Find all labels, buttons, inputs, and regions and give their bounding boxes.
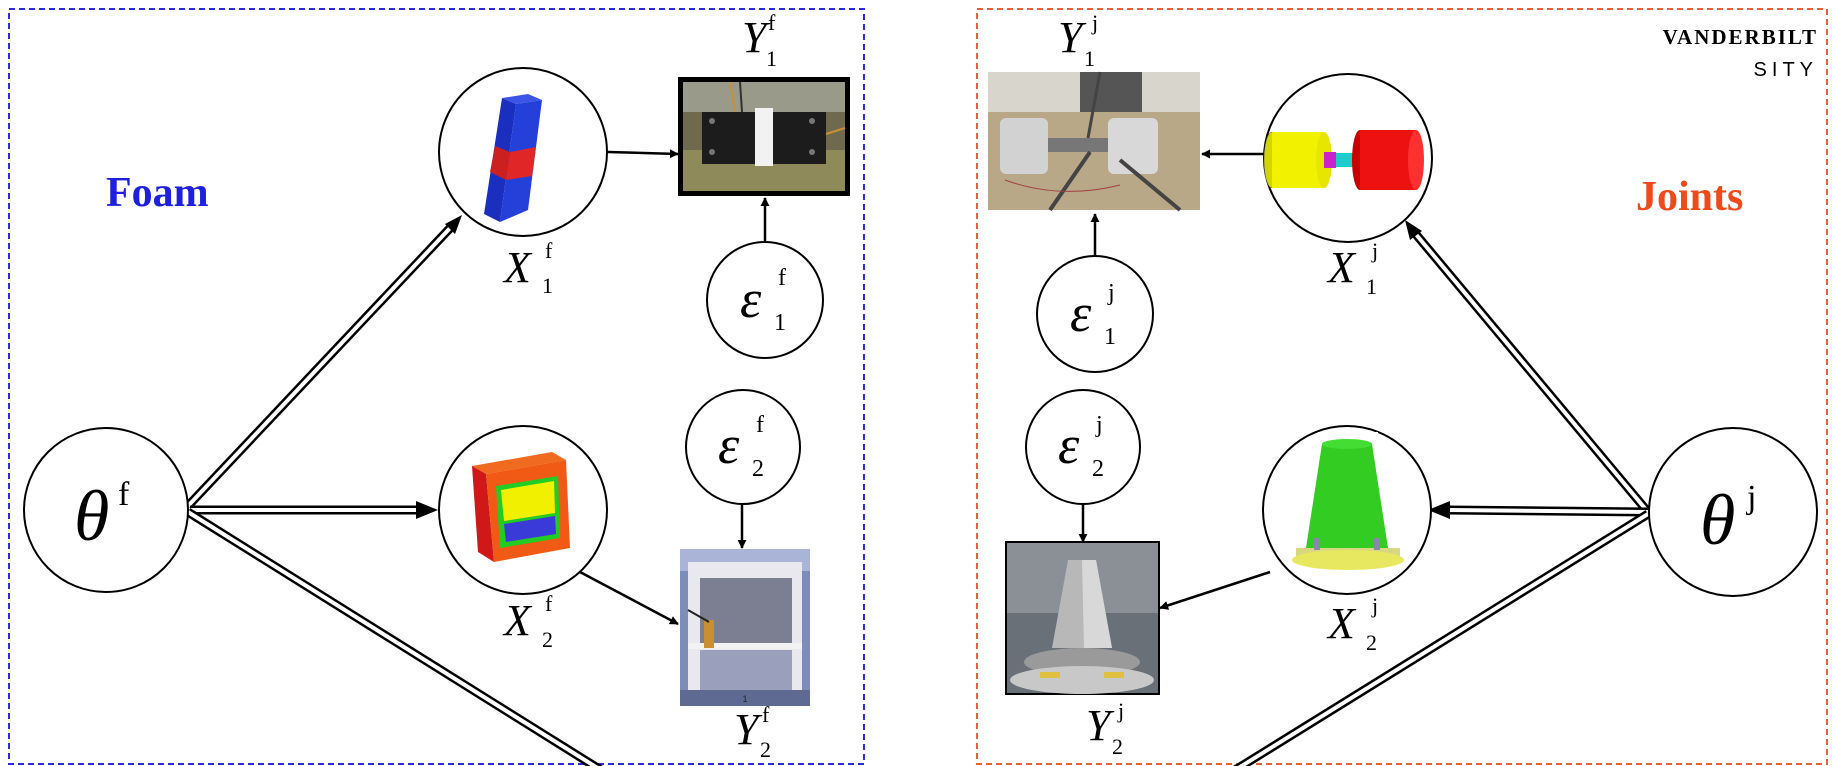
foam-label: Foam <box>106 170 209 216</box>
logo-line-1: VANDERBILT <box>1663 25 1818 49</box>
x2j-base: X <box>1326 599 1357 648</box>
theta-f-base: θ <box>74 476 109 556</box>
foam-specimen-2-photo: 1 <box>680 549 810 706</box>
arrow-x2f-to-y2f <box>579 570 679 626</box>
joint-specimen-2-photo <box>1005 541 1160 695</box>
theta-j-base: θ <box>1700 480 1735 560</box>
foam-double-arrow-to-x1 <box>184 215 462 510</box>
e2f-node <box>685 389 801 505</box>
e1j-sup: j <box>1107 280 1115 306</box>
joints-panel-border <box>976 8 1828 765</box>
x2f-sub: 2 <box>542 627 553 652</box>
e2f-base: ε <box>718 415 740 475</box>
e2f-sup: f <box>756 412 764 438</box>
logo-line-2: SITY <box>1754 59 1818 81</box>
theta-f-node <box>23 427 189 593</box>
theta-f-sup: f <box>118 476 130 513</box>
theta-j-node <box>1648 427 1818 597</box>
e1f-node <box>706 241 824 359</box>
joints-label: Joints <box>1636 174 1743 220</box>
x1f-sub: 1 <box>542 273 553 298</box>
svg-text:1: 1 <box>742 694 747 704</box>
x2j-sub: 2 <box>1366 630 1377 655</box>
e1f-base: ε <box>740 269 762 329</box>
e1j-sub: 1 <box>1104 324 1116 350</box>
y2j-sup: j <box>1117 698 1124 723</box>
joints-double-line-down <box>1233 510 1651 766</box>
foam-double-line-down <box>185 508 603 766</box>
e1j-base: ε <box>1070 283 1092 343</box>
e2j-sup: j <box>1095 412 1103 438</box>
foam-panel-border <box>8 8 865 765</box>
y2j-base: Y <box>1086 701 1115 750</box>
foam-mesh-prism-icon <box>484 94 542 222</box>
x2f-base: X <box>502 596 533 645</box>
y2j-sub: 2 <box>1112 734 1123 759</box>
x2j-sup: j <box>1371 593 1378 618</box>
joint-specimen-1-photo <box>988 71 1200 212</box>
joints-double-arrow-to-x1 <box>1405 220 1652 515</box>
x1f-sup: f <box>545 238 553 263</box>
foam-mesh-box-icon <box>472 452 570 562</box>
e2j-sub: 2 <box>1092 456 1104 482</box>
x1j-base: X <box>1326 243 1357 292</box>
y1f-sup: f <box>768 10 776 35</box>
joint-mesh-cone-icon <box>1292 432 1404 570</box>
arrow-x1f-to-y1f <box>607 149 679 159</box>
e2j-node <box>1025 389 1141 505</box>
y2f-sup: f <box>762 702 770 727</box>
y1j-sub: 1 <box>1084 46 1095 71</box>
y1j-base: Y <box>1058 13 1087 62</box>
x1j-sub: 1 <box>1366 274 1377 299</box>
e1j-node <box>1036 255 1154 373</box>
x2f-sup: f <box>545 591 553 616</box>
e2j-base: ε <box>1058 415 1080 475</box>
x1j-sup: j <box>1371 238 1378 263</box>
joints-double-arrow-to-x2 <box>1428 501 1649 519</box>
foam-double-arrow-to-x2 <box>190 501 438 519</box>
e1f-sup: f <box>778 265 786 291</box>
y2f-sub: 2 <box>760 737 771 762</box>
y2f-base: Y <box>734 705 763 754</box>
arrow-x2j-to-y2j <box>1159 570 1271 610</box>
y1f-base: Y <box>742 13 771 62</box>
e1f-sub: 1 <box>774 310 786 336</box>
y1j-sup: j <box>1091 10 1098 35</box>
e2f-sub: 2 <box>752 456 764 482</box>
foam-specimen-1-photo <box>678 77 850 196</box>
y1f-sub: 1 <box>766 46 777 71</box>
theta-j-sup: j <box>1746 479 1756 516</box>
x1f-base: X <box>502 243 533 292</box>
joint-mesh-cylinders-icon <box>1263 130 1424 190</box>
